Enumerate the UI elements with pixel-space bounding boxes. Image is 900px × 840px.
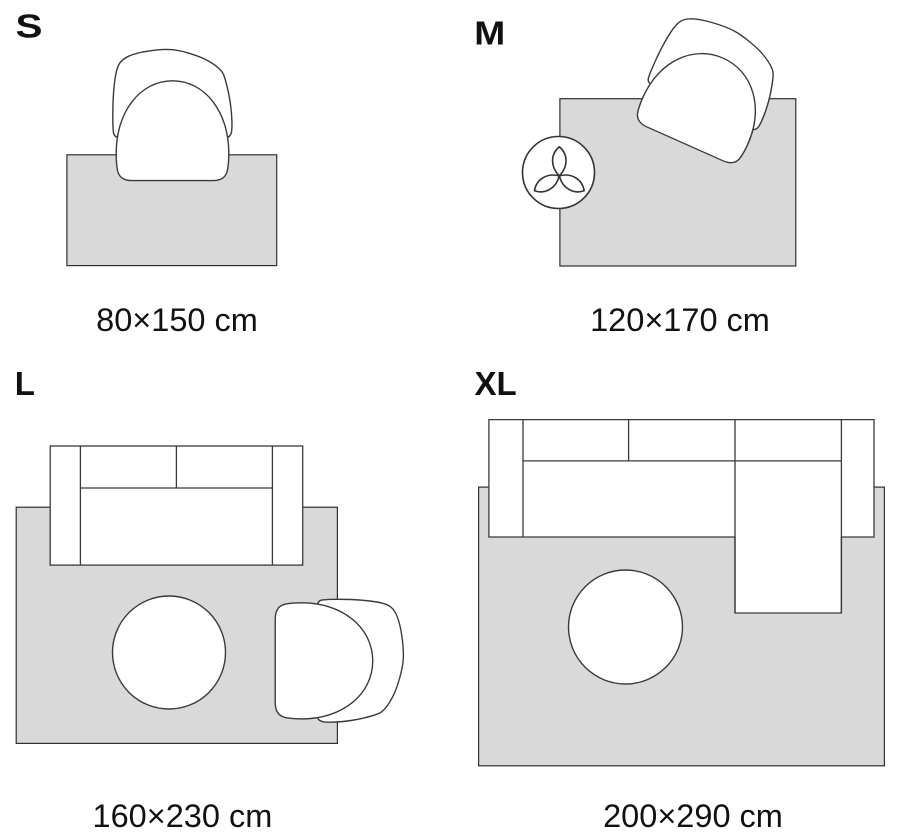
svg-text:XL: XL [475, 365, 517, 402]
svg-text:120×170 cm: 120×170 cm [590, 302, 770, 338]
svg-text:200×290 cm: 200×290 cm [603, 798, 783, 834]
svg-text:80×150 cm: 80×150 cm [96, 302, 258, 338]
svg-text:M: M [474, 14, 505, 51]
svg-text:L: L [15, 365, 35, 402]
svg-text:160×230 cm: 160×230 cm [93, 798, 273, 834]
svg-text:S: S [16, 7, 43, 44]
